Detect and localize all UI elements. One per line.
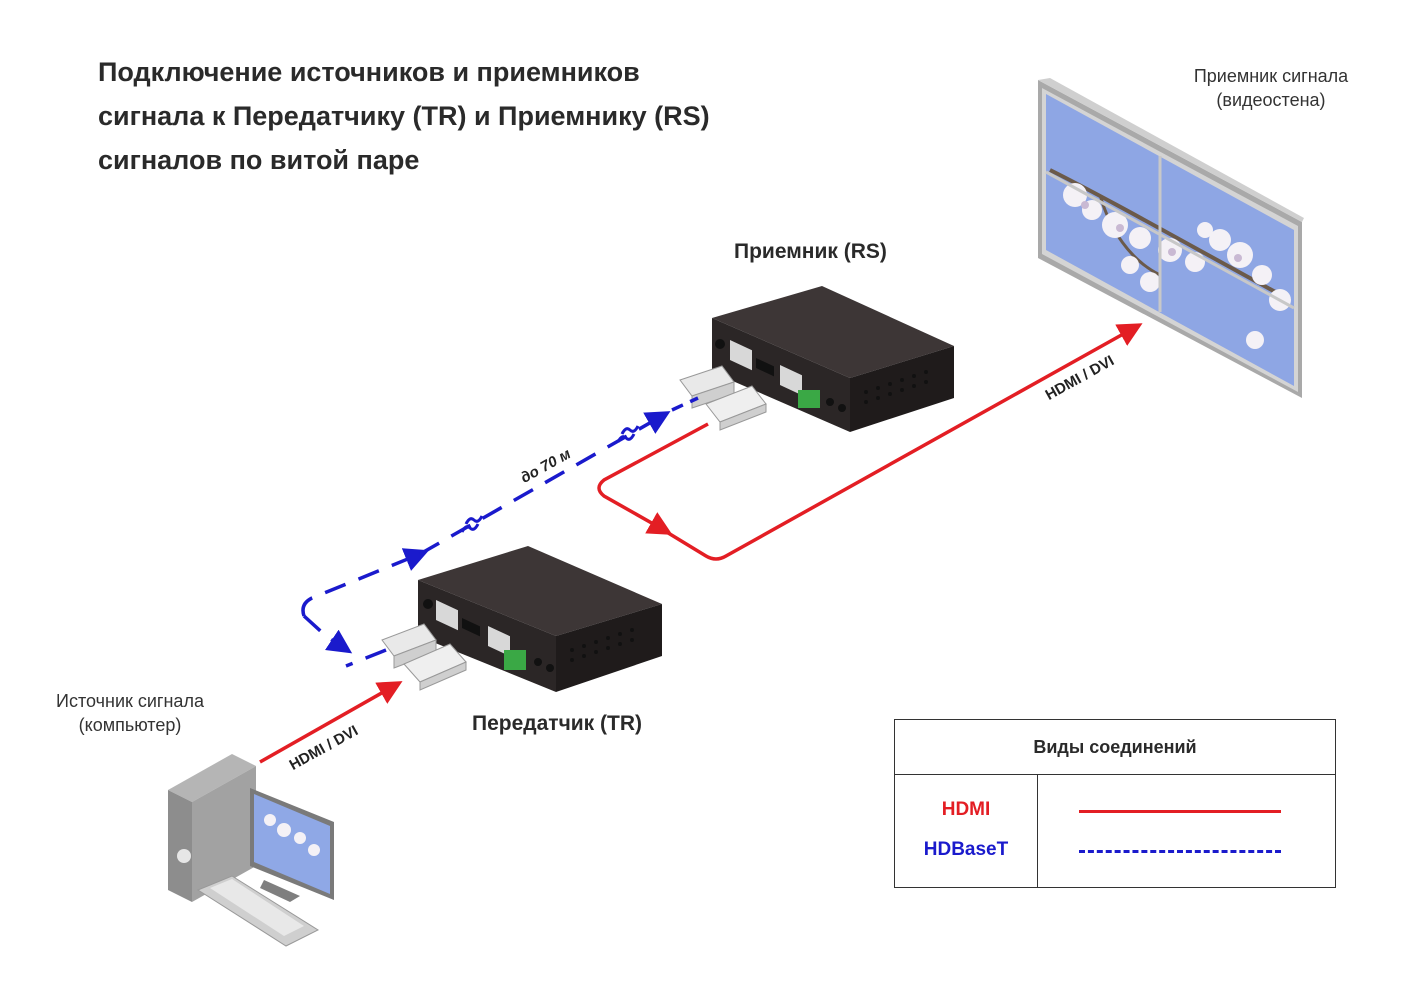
legend-item-hdmi: HDMI bbox=[941, 799, 991, 820]
legend-line-hdmi bbox=[1079, 810, 1281, 813]
tr-rj45-plug bbox=[381, 623, 437, 669]
title-line-1: Подключение источников и приемников bbox=[98, 57, 640, 87]
video-wall-label: Приемник сигнала (видеостена) bbox=[1166, 64, 1376, 112]
transmitter-device bbox=[381, 546, 662, 692]
title-line-3: сигналов по витой паре bbox=[98, 145, 420, 175]
video-wall-label-line-1: Приемник сигнала bbox=[1193, 66, 1349, 86]
video-wall bbox=[1038, 78, 1304, 398]
legend-item-hdbaset: HDBaseT bbox=[923, 839, 1009, 860]
source-label: Источник сигнала (компьютер) bbox=[30, 689, 230, 737]
page-title: Подключение источников и приемников сигн… bbox=[98, 50, 818, 182]
video-wall-screen bbox=[1045, 94, 1295, 386]
rs-hdmi-plug bbox=[705, 385, 767, 431]
title-line-2: сигнала к Передатчику (TR) и Приемнику (… bbox=[98, 101, 710, 131]
source-computer bbox=[168, 754, 334, 947]
transmitter-label: Передатчик (TR) bbox=[472, 712, 642, 735]
legend-divider bbox=[1037, 775, 1038, 888]
hdbaset-link bbox=[302, 614, 387, 668]
hdmi-link-rs-to-wall-b bbox=[659, 323, 1143, 561]
receiver-label: Приемник (RS) bbox=[734, 240, 887, 263]
legend-line-hdbaset bbox=[1079, 850, 1281, 853]
source-label-line-1: Источник сигнала bbox=[56, 691, 204, 711]
tr-hdmi-plug bbox=[403, 643, 467, 691]
connection-legend: Виды соединений HDMI HDBaseT bbox=[894, 719, 1336, 888]
hdmi-link-source-to-tr bbox=[259, 681, 403, 764]
legend-body: HDMI HDBaseT bbox=[895, 775, 1335, 888]
rs-rj45-plug bbox=[679, 365, 735, 409]
legend-title: Виды соединений bbox=[895, 720, 1335, 775]
receiver-device bbox=[679, 286, 954, 432]
cable-break-symbols bbox=[460, 425, 640, 533]
source-label-line-2: (компьютер) bbox=[78, 715, 182, 735]
video-wall-label-line-2: (видеостена) bbox=[1216, 90, 1326, 110]
hdmi-link-rs-to-wall bbox=[597, 422, 709, 535]
hdbaset-link-end bbox=[671, 396, 699, 412]
hdbaset-link-main bbox=[301, 548, 430, 617]
hdmi-dvi-label-bottom: HDMI / DVI bbox=[287, 722, 362, 774]
